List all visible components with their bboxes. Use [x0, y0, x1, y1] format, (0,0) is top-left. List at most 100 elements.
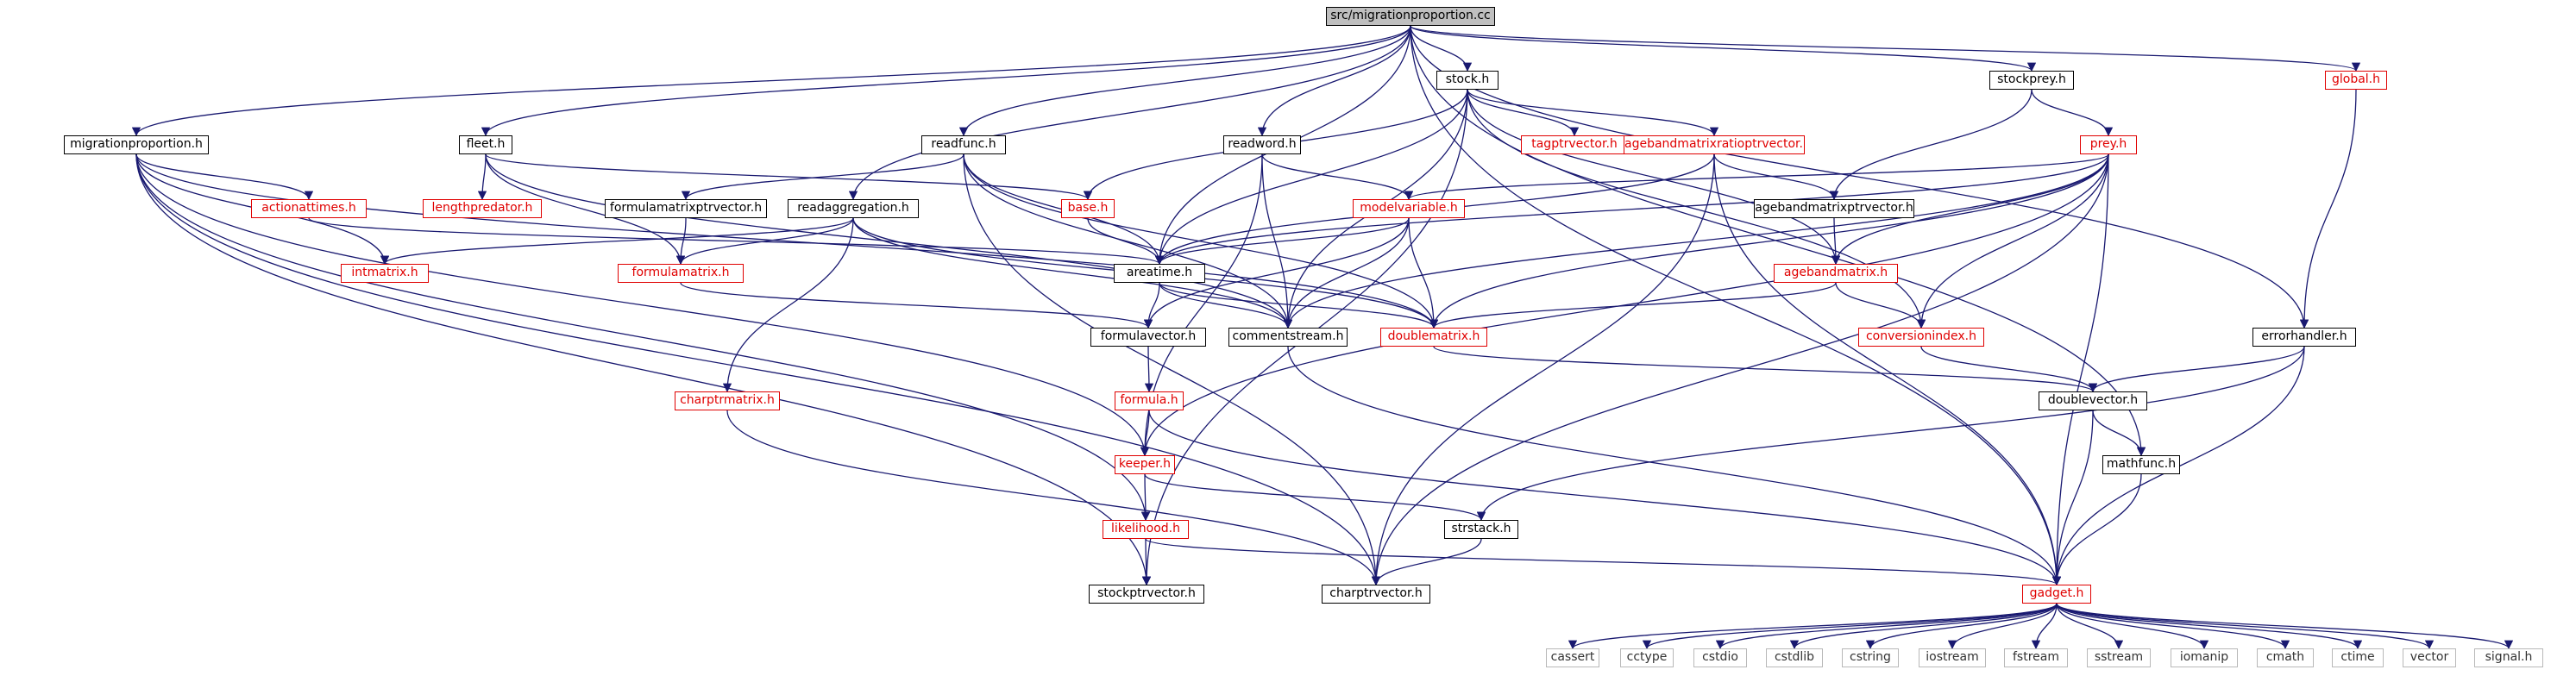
edge-stockprey-to-abmptrvec — [1829, 89, 2033, 201]
edge-root-to-global — [1410, 25, 2360, 72]
edge-areatime-to-formulavector — [1143, 282, 1160, 329]
edge-prey-to-keeper — [1140, 153, 2109, 457]
edge-likelihood-to-gadget — [1145, 538, 2061, 586]
edge-prey-to-conversionindex — [1916, 153, 2109, 329]
node-mig[interactable]: migrationproportion.h — [64, 135, 209, 154]
edge-fleet-to-base — [485, 153, 1092, 201]
node-readfunc[interactable]: readfunc.h — [921, 135, 1006, 154]
node-charptrvector[interactable]: charptrvector.h — [1322, 585, 1430, 604]
edge-root-to-readword — [1257, 25, 1411, 137]
edge-conversionindex-to-doublevector — [1920, 346, 2098, 393]
edge-gadget-to-sstream — [2056, 603, 2124, 650]
edge-stockprey-to-prey — [2031, 89, 2114, 137]
edge-global-to-errorhandler — [2299, 89, 2357, 329]
edge-agebandmatrix-to-doublematrix — [1429, 282, 1837, 329]
node-global[interactable]: global.h — [2325, 71, 2387, 90]
node-sstream: sstream — [2087, 648, 2151, 667]
edge-gadget-to-cassert — [1568, 603, 2058, 650]
edge-mig-to-actiontimes — [135, 153, 314, 201]
node-iostream: iostream — [1919, 648, 1986, 667]
edge-base-to-areatime — [1087, 217, 1165, 266]
node-formulavector[interactable]: formulavector.h — [1090, 328, 1206, 347]
edge-errorhandler-to-gadget — [2051, 346, 2305, 586]
node-cstring: cstring — [1842, 648, 1899, 667]
edge-doublematrix-to-doublevector — [1433, 346, 2097, 393]
edge-gadget-to-signal — [2056, 603, 2514, 650]
node-gadget[interactable]: gadget.h — [2022, 585, 2091, 604]
edge-formulavector-to-formula — [1144, 346, 1154, 393]
edge-root-to-stock — [1410, 25, 1473, 72]
node-root[interactable]: src/migrationproportion.cc — [1326, 7, 1495, 26]
node-doublevector[interactable]: doublevector.h — [2039, 391, 2147, 410]
node-commentstream[interactable]: commentstream.h — [1228, 328, 1348, 347]
node-cstdlib: cstdlib — [1766, 648, 1823, 667]
node-prey[interactable]: prey.h — [2080, 135, 2137, 154]
edge-prey-to-modelvar — [1404, 153, 2109, 201]
node-formulamatrix[interactable]: formulamatrix.h — [618, 264, 744, 283]
edge-gadget-to-cmath — [2056, 603, 2290, 650]
edge-prey-to-commentstream — [1283, 153, 2109, 329]
node-areatime[interactable]: areatime.h — [1114, 264, 1205, 283]
node-strstack[interactable]: strstack.h — [1444, 520, 1518, 539]
node-readaggr[interactable]: readaggregation.h — [788, 199, 919, 218]
node-charptrmatrix[interactable]: charptrmatrix.h — [675, 391, 780, 410]
edge-likelihood-to-stockptrvector — [1141, 538, 1152, 586]
edge-gadget-to-cctype — [1642, 603, 2058, 650]
edge-errorhandler-to-doublevector — [2088, 346, 2305, 393]
edge-gadget-to-vector — [2056, 603, 2435, 650]
edge-fmptrvec-to-formulamatrix — [675, 217, 687, 266]
edge-fleet-to-lengthpred — [477, 153, 487, 201]
node-fmptrvec[interactable]: formulamatrixptrvector.h — [605, 199, 767, 218]
node-readword[interactable]: readword.h — [1223, 135, 1301, 154]
edge-stock-to-abmratio — [1467, 89, 1719, 137]
edge-mig-to-keeper — [135, 153, 1150, 457]
edge-prey-to-charptrvector — [1371, 153, 2109, 586]
edge-doublevector-to-gadget — [2051, 410, 2094, 586]
edge-prey-to-gadget — [2051, 153, 2109, 586]
node-stock[interactable]: stock.h — [1436, 71, 1498, 90]
node-abmratio[interactable]: agebandmatrixratioptrvector.h — [1624, 135, 1805, 154]
node-modelvar[interactable]: modelvariable.h — [1353, 199, 1465, 218]
edge-gadget-to-ctime — [2056, 603, 2363, 650]
node-abmptrvec[interactable]: agebandmatrixptrvector.h — [1754, 199, 1914, 218]
edge-readfunc-to-charptrvector — [963, 153, 1381, 586]
edge-modelvar-to-doublematrix — [1408, 217, 1439, 329]
edge-root-to-gadget — [1410, 25, 2062, 586]
edge-readaggr-to-commentstream — [852, 217, 1293, 329]
edge-keeper-to-likelihood — [1140, 473, 1151, 522]
edge-readword-to-modelvar — [1261, 153, 1414, 201]
node-base[interactable]: base.h — [1061, 199, 1115, 218]
edge-errorhandler-to-strstack — [1476, 346, 2305, 522]
node-stockprey[interactable]: stockprey.h — [1989, 71, 2074, 90]
edge-abmptrvec-to-agebandmatrix — [1831, 217, 1841, 266]
node-actiontimes[interactable]: actionattimes.h — [251, 199, 367, 218]
edge-modelvar-to-areatime — [1154, 217, 1410, 266]
node-formula[interactable]: formula.h — [1115, 391, 1184, 410]
edge-root-to-mig — [132, 25, 1411, 137]
node-doublematrix[interactable]: doublematrix.h — [1380, 328, 1487, 347]
edge-keeper-to-strstack — [1144, 473, 1486, 522]
edge-stock-to-agebandmatrix — [1467, 89, 1841, 266]
edge-modelvar-to-commentstream — [1283, 217, 1410, 329]
node-likelihood[interactable]: likelihood.h — [1103, 520, 1189, 539]
node-tagptr[interactable]: tagptrvector.h — [1521, 135, 1628, 154]
edge-gadget-to-iomanip — [2056, 603, 2209, 650]
node-iomanip: iomanip — [2171, 648, 2238, 667]
node-agebandmatrix[interactable]: agebandmatrix.h — [1774, 264, 1898, 283]
edge-abmratio-to-gadget — [1713, 153, 2062, 586]
node-conversionindex[interactable]: conversionindex.h — [1858, 328, 1984, 347]
node-stockptrvector[interactable]: stockptrvector.h — [1089, 585, 1204, 604]
edge-actiontimes-to-areatime — [308, 217, 1164, 266]
node-keeper[interactable]: keeper.h — [1115, 455, 1175, 474]
edge-root-to-stockprey — [1410, 25, 2036, 72]
node-fleet[interactable]: fleet.h — [459, 135, 512, 154]
edge-readword-to-commentstream — [1261, 153, 1293, 329]
edge-mig-to-stockptrvector — [135, 153, 1152, 586]
node-lengthpred[interactable]: lengthpredator.h — [423, 199, 542, 218]
node-errorhandler[interactable]: errorhandler.h — [2252, 328, 2356, 347]
node-intmatrix[interactable]: intmatrix.h — [341, 264, 429, 283]
node-mathfunc[interactable]: mathfunc.h — [2102, 455, 2180, 474]
edge-root-to-fleet — [481, 25, 1411, 137]
